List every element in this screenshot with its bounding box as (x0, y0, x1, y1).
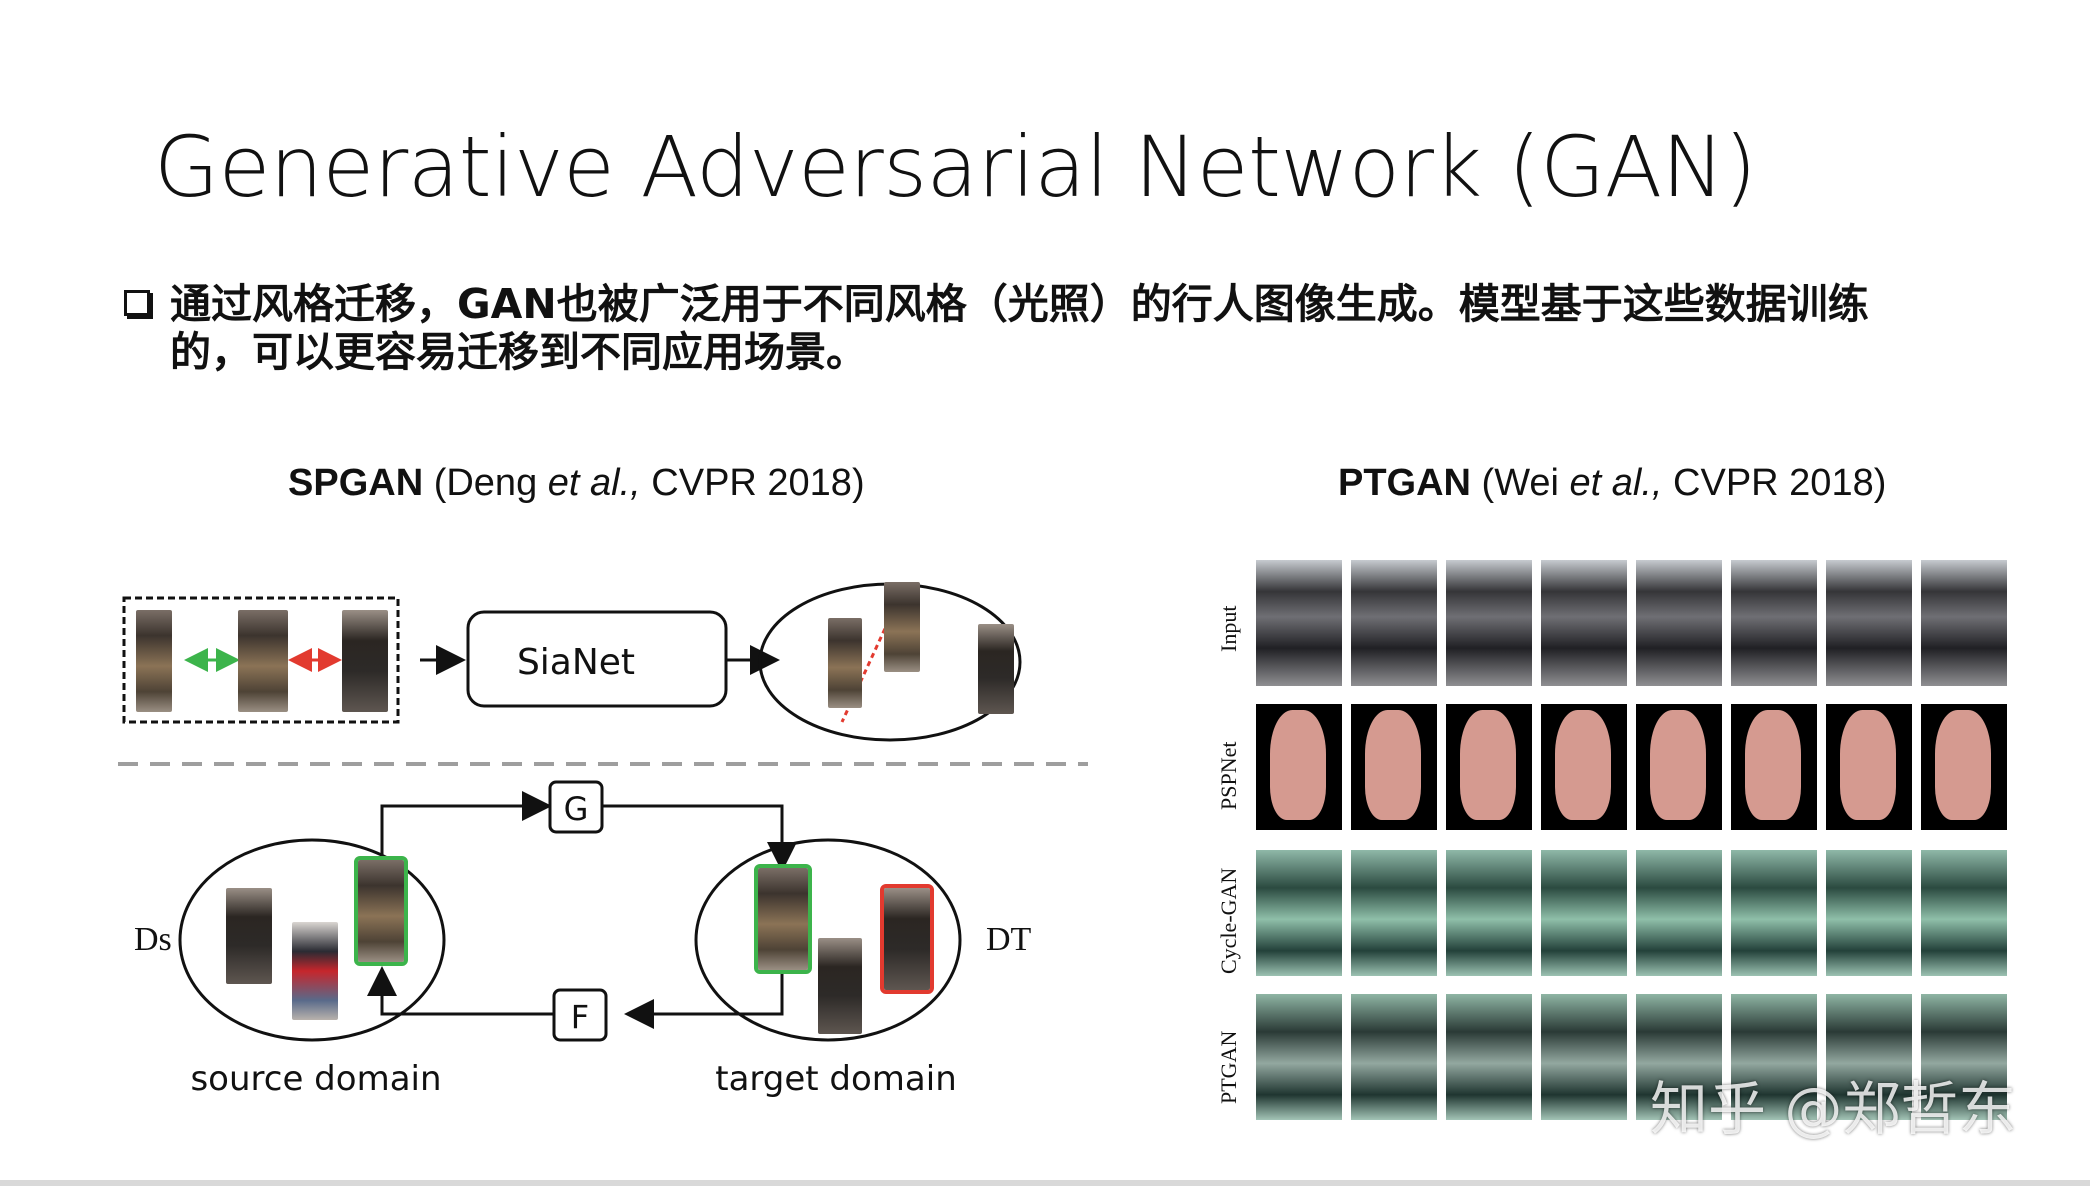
ptgan-image (1636, 994, 1722, 1120)
pspnet-mask (1351, 704, 1437, 830)
person-image-anchor (136, 610, 172, 712)
ptgan-image (1446, 994, 1532, 1120)
source-person-highlight (354, 856, 408, 966)
source-domain-label: source domain (190, 1059, 441, 1099)
pspnet-mask (1826, 704, 1912, 830)
input-image (1826, 560, 1912, 686)
spgan-caption-italic: et al., (547, 462, 641, 504)
source-person-1 (226, 888, 272, 984)
input-image (1731, 560, 1817, 686)
ptgan-caption-bold: PTGAN (1338, 462, 1471, 504)
input-image (1351, 560, 1437, 686)
checkbox-bullet-icon (124, 290, 150, 316)
dt-label: DT (986, 921, 1032, 958)
ptgan-image (1921, 994, 2007, 1120)
row-label-ptgan: PTGAN (1216, 1030, 1241, 1104)
cyclegan-image (1731, 850, 1817, 976)
input-image (1446, 560, 1532, 686)
output-person-1 (828, 618, 862, 708)
triplet-box (122, 596, 400, 724)
target-ellipse (694, 838, 962, 1042)
row-label-input: Input (1216, 605, 1241, 652)
pspnet-mask (1636, 704, 1722, 830)
ds-label: Ds (134, 921, 172, 958)
arrow-from-g (602, 804, 797, 872)
output-person-2 (884, 582, 920, 672)
bottom-border (0, 1180, 2090, 1186)
ptgan-image (1256, 994, 1342, 1120)
spgan-caption-open: (Deng (423, 462, 548, 504)
bullet-text: 通过风格迁移，GAN也被广泛用于不同风格（光照）的行人图像生成。模型基于这些数据… (170, 280, 1869, 376)
input-image (1921, 560, 2007, 686)
pspnet-mask (1256, 704, 1342, 830)
spgan-caption-close: CVPR 2018) (640, 462, 865, 504)
ptgan-caption-close: CVPR 2018) (1662, 462, 1887, 504)
ptgan-image (1541, 994, 1627, 1120)
input-image (1541, 560, 1627, 686)
output-person-3 (978, 624, 1014, 714)
pspnet-mask (1921, 704, 2007, 830)
spgan-caption-bold: SPGAN (288, 462, 424, 504)
row-label-cyclegan: Cycle-GAN (1216, 867, 1241, 974)
ptgan-caption-open: (Wei (1471, 462, 1570, 504)
target-person-highlight (754, 864, 812, 974)
target-person-negative (880, 884, 934, 994)
arrow-to-g (380, 791, 552, 858)
ptgan-caption: PTGAN (Wei et al., CVPR 2018) (1338, 462, 1886, 505)
spgan-diagram: SiaNet G F Ds DT source domain target do… (110, 570, 1110, 1130)
source-person-2 (292, 922, 338, 1020)
row-label-pspnet: PSPNet (1216, 741, 1241, 810)
input-image (1256, 560, 1342, 686)
target-person-2 (818, 938, 862, 1034)
watermark: 知乎 @郑哲东 (1650, 1075, 2017, 1143)
ptgan-image (1731, 994, 1817, 1120)
cyclegan-image (1636, 850, 1722, 976)
arrow-from-f (367, 966, 554, 1016)
sianet-label: SiaNet (517, 642, 635, 683)
target-domain-label: target domain (715, 1059, 957, 1099)
cyclegan-image (1446, 850, 1532, 976)
arrow-to-f (624, 966, 784, 1029)
input-image (1636, 560, 1722, 686)
person-image-positive (238, 610, 288, 712)
source-ellipse (178, 838, 446, 1042)
spgan-caption: SPGAN (Deng et al., CVPR 2018) (288, 462, 865, 505)
cyclegan-image (1351, 850, 1437, 976)
slide-title: Generative Adversarial Network (GAN) (154, 118, 1757, 216)
pspnet-mask (1731, 704, 1817, 830)
ptgan-caption-italic: et al., (1569, 462, 1663, 504)
pspnet-mask (1446, 704, 1532, 830)
f-label: F (571, 998, 589, 1036)
pspnet-mask (1541, 704, 1627, 830)
cyclegan-image (1826, 850, 1912, 976)
person-image-negative (342, 610, 388, 712)
ptgan-image (1826, 994, 1912, 1120)
g-label: G (564, 790, 589, 828)
spgan-diagram-svg: SiaNet G F Ds DT source domain target do… (118, 582, 1088, 1099)
cyclegan-image (1256, 850, 1342, 976)
ptgan-grid: Input PSPNet Cycle-GAN PTGAN (1204, 556, 2024, 1126)
ptgan-image (1351, 994, 1437, 1120)
cyclegan-image (1541, 850, 1627, 976)
cyclegan-image (1921, 850, 2007, 976)
